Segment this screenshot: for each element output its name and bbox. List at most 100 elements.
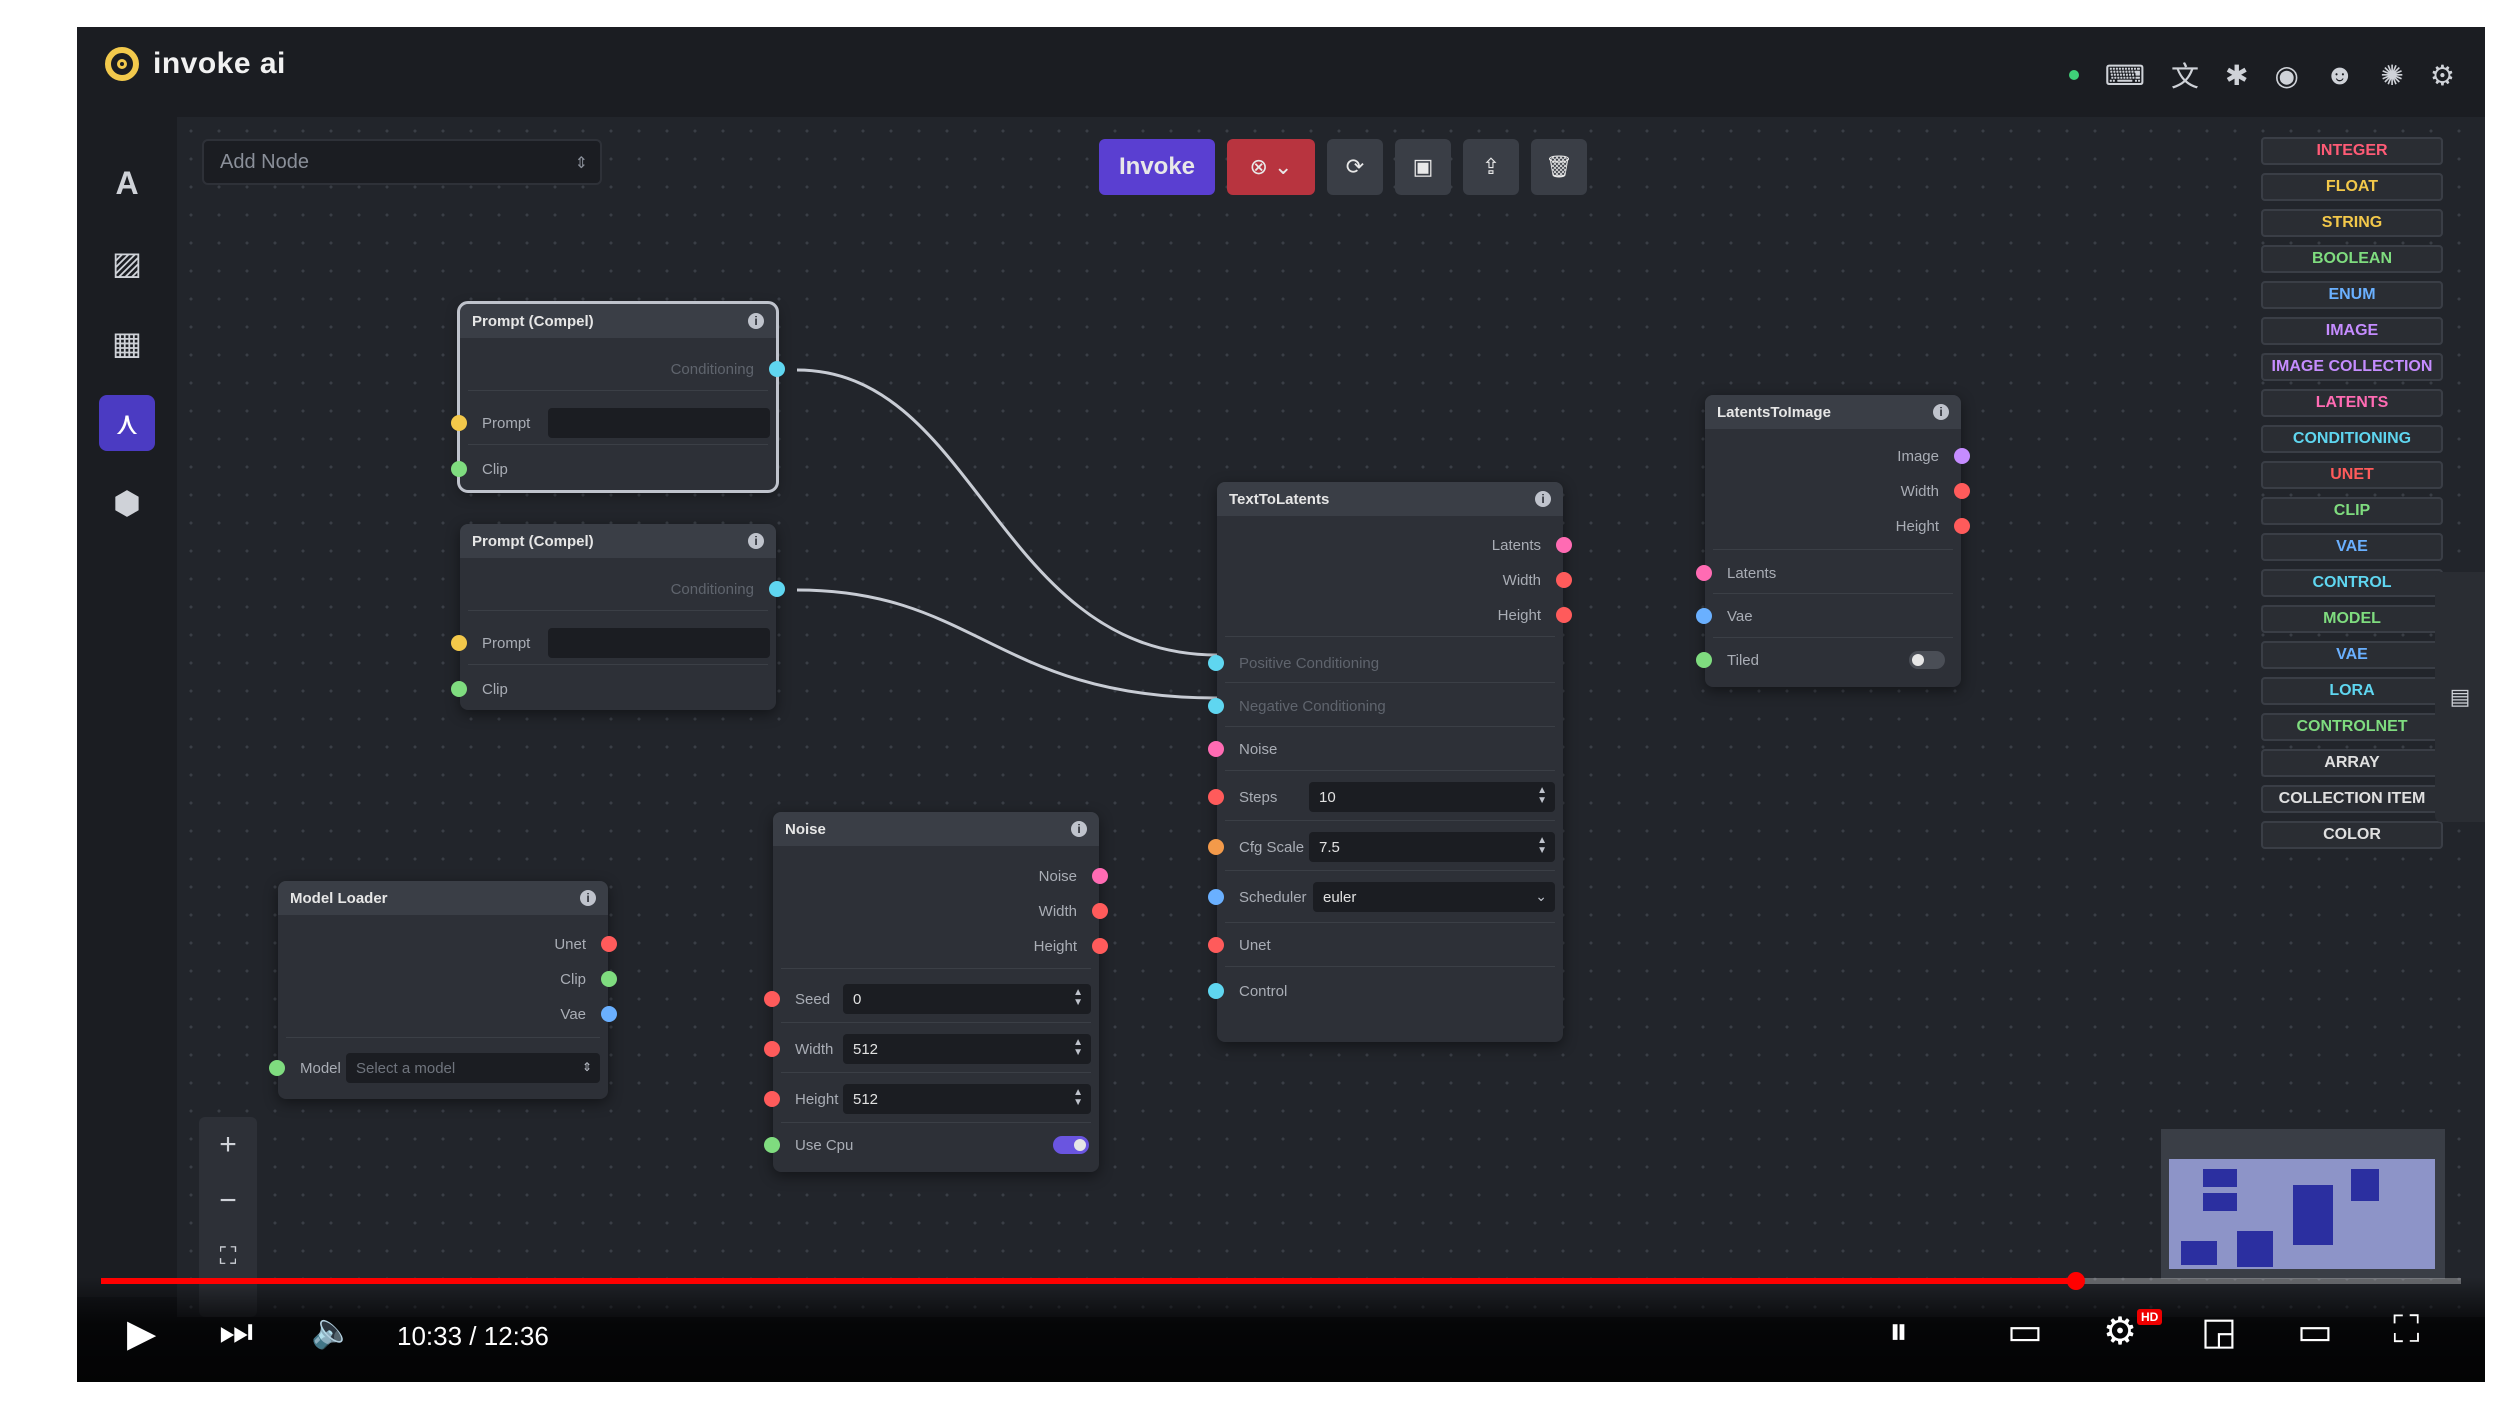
width-port[interactable] xyxy=(1954,483,1970,499)
theater-mode-icon[interactable]: ▭ xyxy=(2297,1311,2333,1353)
steps-input[interactable]: 10▲▼ xyxy=(1309,782,1555,812)
video-scrubber-knob[interactable] xyxy=(2066,1272,2085,1290)
info-icon[interactable]: i xyxy=(580,890,596,906)
prompt-port[interactable] xyxy=(451,415,467,431)
info-icon[interactable]: i xyxy=(1933,404,1949,420)
stepper-icon[interactable]: ▲▼ xyxy=(1537,835,1547,856)
tiled-toggle[interactable] xyxy=(1909,651,1945,669)
use-cpu-toggle[interactable] xyxy=(1053,1136,1089,1154)
height-port[interactable] xyxy=(1556,607,1572,623)
cancel-button[interactable]: ⊗ ⌄ xyxy=(1227,139,1315,195)
stepper-icon[interactable]: ▲▼ xyxy=(1073,1037,1083,1058)
stepper-icon[interactable]: ▲▼ xyxy=(1537,785,1547,806)
clip-port[interactable] xyxy=(601,971,617,987)
discord-icon[interactable]: ☻ xyxy=(2324,59,2355,90)
height-port[interactable] xyxy=(1092,938,1108,954)
scheduler-port[interactable] xyxy=(1208,889,1224,905)
zoom-out-icon[interactable]: − xyxy=(219,1184,237,1217)
upload-button[interactable]: ⇪ xyxy=(1463,139,1519,195)
minimap[interactable] xyxy=(2161,1129,2445,1279)
positive-conditioning-port[interactable] xyxy=(1208,655,1224,671)
width-input-port[interactable] xyxy=(764,1041,780,1057)
conditioning-port[interactable] xyxy=(769,581,785,597)
stepper-icon[interactable]: ▲▼ xyxy=(1073,987,1083,1008)
play-icon[interactable]: ▶ xyxy=(127,1313,157,1355)
invoke-button[interactable]: Invoke xyxy=(1099,139,1215,195)
tiled-port[interactable] xyxy=(1696,652,1712,668)
latents-port[interactable] xyxy=(1696,565,1712,581)
gallery-grid-icon[interactable]: ▦ xyxy=(111,325,143,361)
vae-port[interactable] xyxy=(1696,608,1712,624)
image-icon[interactable]: ▨ xyxy=(111,245,143,281)
cfg-scale-port[interactable] xyxy=(1208,839,1224,855)
width-input[interactable]: 512▲▼ xyxy=(843,1034,1091,1064)
clip-port[interactable] xyxy=(451,461,467,477)
model-cube-icon[interactable]: ⬢ xyxy=(113,485,141,521)
negative-conditioning-port[interactable] xyxy=(1208,698,1224,714)
scheduler-select[interactable]: euler⌄ xyxy=(1313,882,1555,912)
noise-port[interactable] xyxy=(1208,741,1224,757)
subtitles-icon[interactable]: ▭ xyxy=(2007,1311,2043,1353)
image-port[interactable] xyxy=(1954,448,1970,464)
vae-port[interactable] xyxy=(601,1006,617,1022)
steps-port[interactable] xyxy=(1208,789,1224,805)
height-input[interactable]: 512▲▼ xyxy=(843,1084,1091,1114)
latents-port[interactable] xyxy=(1556,537,1572,553)
width-port[interactable] xyxy=(1092,903,1108,919)
model-select[interactable]: Select a model⇕ xyxy=(346,1053,600,1083)
fullscreen-icon[interactable]: ⛶ xyxy=(2393,1309,2420,1351)
fit-view-icon[interactable]: ⛶ xyxy=(219,1243,237,1270)
control-port[interactable] xyxy=(1208,983,1224,999)
gallery-handle[interactable]: ▤ xyxy=(2435,572,2485,822)
settings-icon[interactable]: ⚙ xyxy=(2429,59,2455,91)
node-prompt-compel-1[interactable]: Prompt (Compel)i Conditioning Prompt Cli… xyxy=(451,301,785,493)
noise-port[interactable] xyxy=(1092,868,1108,884)
use-cpu-port[interactable] xyxy=(764,1137,780,1153)
info-icon[interactable]: i xyxy=(1071,821,1087,837)
delete-button[interactable]: 🗑 xyxy=(1531,139,1587,195)
info-icon[interactable]: i xyxy=(748,533,764,549)
prompt-port[interactable] xyxy=(451,635,467,651)
width-port[interactable] xyxy=(1556,572,1572,588)
text-to-image-icon[interactable]: A xyxy=(115,164,139,201)
height-input-port[interactable] xyxy=(764,1091,780,1107)
zoom-in-icon[interactable]: + xyxy=(219,1128,237,1161)
nodes-icon[interactable]: ⋏ xyxy=(99,395,155,451)
github-icon[interactable]: ◉ xyxy=(2274,59,2299,91)
settings-gear-icon[interactable]: ⚙ xyxy=(2103,1311,2138,1353)
miniplayer-icon[interactable]: ◲ xyxy=(2201,1311,2237,1353)
volume-icon[interactable]: 🔈 xyxy=(311,1312,354,1350)
output-conditioning: Conditioning xyxy=(670,580,754,598)
next-video-icon[interactable]: ⏭ xyxy=(219,1311,254,1353)
seed-input[interactable]: 0▲▼ xyxy=(843,984,1091,1014)
cfg-scale-input[interactable]: 7.5▲▼ xyxy=(1309,832,1555,862)
video-frame: invoke ai ⌨ 文 ✱ ◉ ☻ ✺ ⚙ A ▨ ▦ ⋏ ⬢ Add No… xyxy=(77,27,2485,1382)
translate-icon[interactable]: 文 xyxy=(2171,61,2200,92)
video-progress-bar[interactable] xyxy=(101,1272,2461,1290)
info-icon[interactable]: i xyxy=(1535,491,1551,507)
autoplay-toggle-icon[interactable]: ⏸ xyxy=(1889,1311,1909,1353)
bug-icon[interactable]: ✱ xyxy=(2225,59,2249,91)
upload-icon: ⇪ xyxy=(1481,154,1501,179)
info-icon[interactable]: i xyxy=(748,313,764,329)
conditioning-port[interactable] xyxy=(769,361,785,377)
prompt-input[interactable] xyxy=(548,628,770,658)
unet-port[interactable] xyxy=(601,936,617,952)
model-port[interactable] xyxy=(269,1060,285,1076)
unet-port[interactable] xyxy=(1208,937,1224,953)
save-button[interactable]: ▣ xyxy=(1395,139,1451,195)
add-node-select[interactable]: Add Node ⇕ xyxy=(202,139,602,185)
reload-button[interactable]: ⟳ xyxy=(1327,139,1383,195)
clip-port[interactable] xyxy=(451,681,467,697)
height-port[interactable] xyxy=(1954,518,1970,534)
theme-icon[interactable]: ✺ xyxy=(2380,59,2404,91)
keyboard-icon[interactable]: ⌨ xyxy=(2104,59,2146,91)
prompt-input[interactable] xyxy=(548,408,770,438)
node-prompt-compel-2[interactable]: Prompt (Compel)i Conditioning Prompt Cli… xyxy=(451,524,785,710)
stepper-icon[interactable]: ▲▼ xyxy=(1073,1087,1083,1108)
seed-port[interactable] xyxy=(764,991,780,1007)
